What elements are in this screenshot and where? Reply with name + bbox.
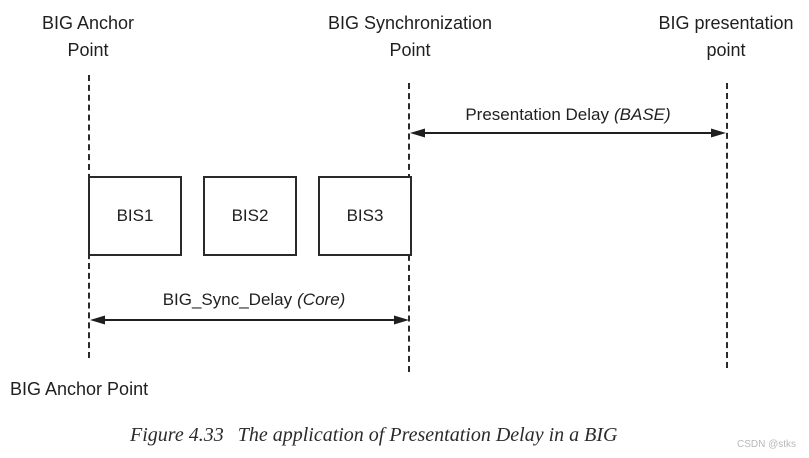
timeline-label-anchor-line2: Point xyxy=(67,40,109,60)
presentation-timeline-line xyxy=(726,83,728,368)
timeline-label-anchor: BIG Anchor Point xyxy=(42,10,134,64)
timeline-label-sync: BIG Synchronization Point xyxy=(328,10,492,64)
big-sync-delay-label-text: BIG_Sync_Delay xyxy=(162,290,293,309)
presentation-delay-label-qualifier: (BASE) xyxy=(613,105,671,124)
bis3-label: BIS3 xyxy=(346,206,384,225)
bis2-box: BIS2 xyxy=(203,176,297,256)
presentation-delay-label: Presentation Delay(BASE) xyxy=(465,105,670,125)
bis3-box: BIS3 xyxy=(318,176,412,256)
watermark: CSDN @stks xyxy=(737,439,797,450)
big-sync-delay-label-qualifier: (Core) xyxy=(297,290,346,309)
timeline-label-presentation-line1: BIG presentation xyxy=(658,13,794,33)
timeline-label-presentation-line2: point xyxy=(706,40,746,60)
bottom-anchor-label: BIG Anchor Point xyxy=(10,379,149,399)
timeline-label-presentation: BIG presentation point xyxy=(658,10,793,64)
bis1-box: BIS1 xyxy=(88,176,182,256)
timeline-label-sync-line1: BIG Synchronization xyxy=(327,13,493,33)
presentation-delay-arrow xyxy=(410,128,726,138)
timeline-label-anchor-line1: BIG Anchor xyxy=(41,13,135,33)
figure-caption: Figure 4.33 The application of Presentati… xyxy=(130,421,617,449)
bis1-label: BIS1 xyxy=(116,206,154,225)
big-sync-delay-arrow xyxy=(90,315,409,325)
figure-caption-text: The application of Presentation Delay in… xyxy=(237,424,618,446)
timeline-label-sync-line2: Point xyxy=(389,40,431,60)
bis2-label: BIS2 xyxy=(231,206,269,225)
figure-caption-number: Figure 4.33 xyxy=(130,424,224,446)
presentation-delay-label-text: Presentation Delay xyxy=(465,105,609,124)
big-sync-delay-label: BIG_Sync_Delay(Core) xyxy=(163,290,346,310)
